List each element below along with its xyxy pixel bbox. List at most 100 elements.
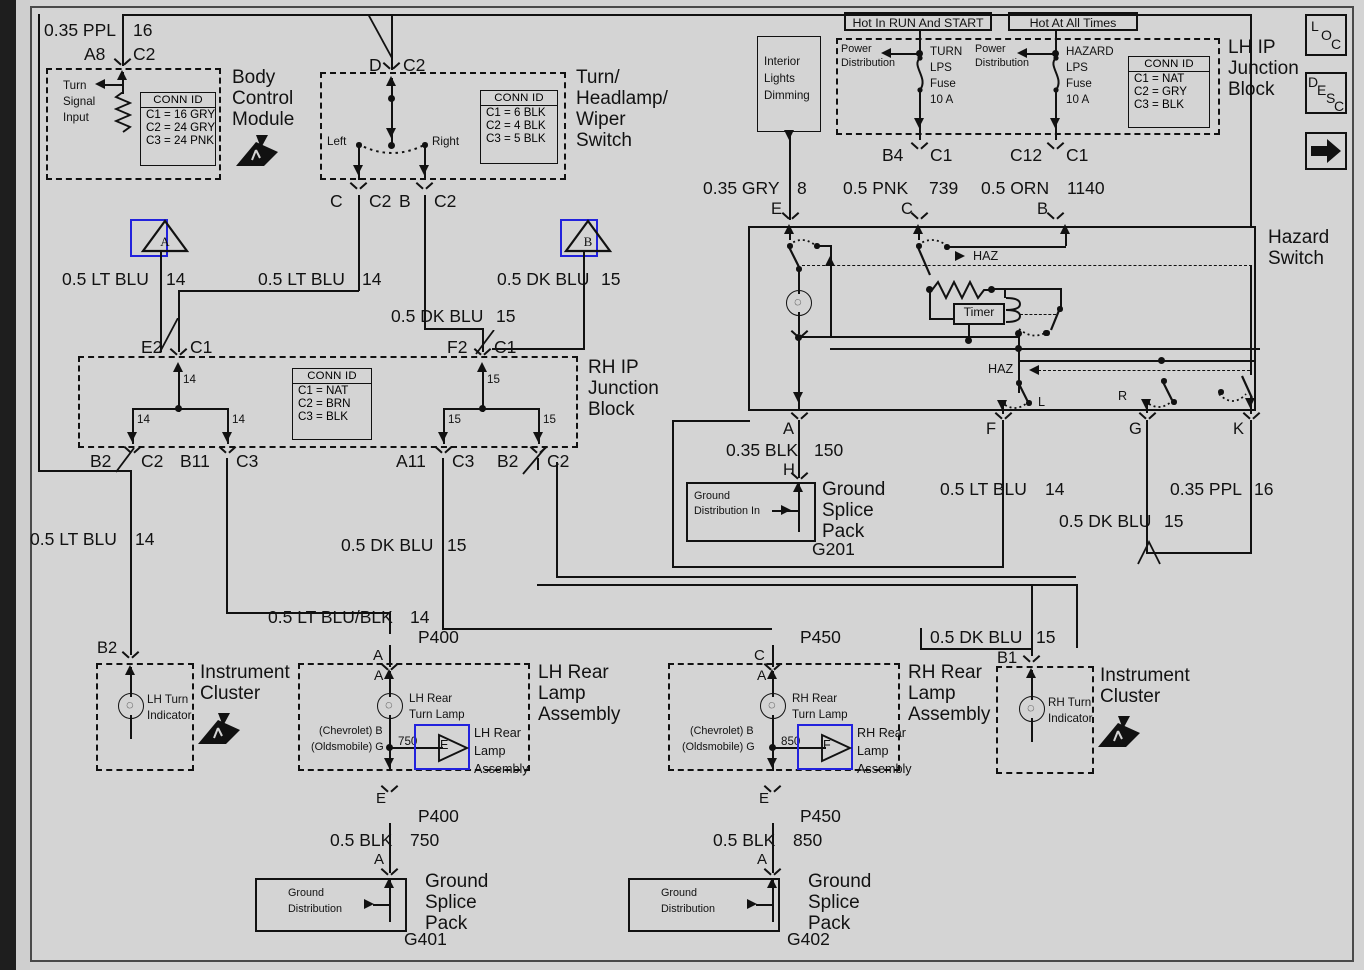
- arrow-down-icon: [386, 128, 396, 138]
- wire-segment: [919, 31, 921, 53]
- g402-ground-icon: [763, 921, 783, 937]
- wire-segment: [798, 484, 800, 532]
- switch-dotted-arc: [1144, 400, 1173, 408]
- switch-dotted-arc: [917, 239, 947, 246]
- wire-segment: [160, 250, 162, 352]
- lh-rear-turn-lamp-line1: LH Rear: [409, 692, 453, 705]
- arrow-down-icon: [533, 432, 543, 442]
- g402-id-label: G402: [787, 929, 830, 949]
- splice-p450-bottom: [756, 808, 790, 824]
- wire-segment: [132, 408, 134, 444]
- turn-headlamp-wiper-switch[interactable]: [320, 72, 566, 180]
- rhjb-circuit-num: 14: [232, 413, 245, 426]
- rh-rear-turn-lamp: ◌: [760, 688, 786, 724]
- wire-segment: [772, 823, 774, 873]
- wire-segment: [358, 195, 360, 291]
- switch-gang-link-upper: [802, 265, 1252, 266]
- junction-dot: [965, 337, 972, 344]
- instrument-cluster-lh[interactable]: [96, 663, 194, 771]
- terminal-lh-gnd-a: A: [374, 851, 385, 868]
- rh-brand-row-2: (Oldsmobile) G: [682, 741, 755, 753]
- g201-inner-line1: Ground: [694, 490, 731, 502]
- ground-splice-pack-g201[interactable]: [686, 482, 816, 542]
- wire-segment: [672, 420, 750, 422]
- arrow-down-icon: [1245, 398, 1255, 408]
- switch-conn-id-table: CONN ID C1 = 6 BLK C2 = 4 BLK C3 = 5 BLK: [480, 90, 558, 164]
- relay-dashed-link: [1020, 314, 1056, 315]
- terminal-lh-lamp-a-in: A: [374, 667, 384, 683]
- rh-turn-indicator-line1: RH Turn: [1048, 696, 1092, 709]
- wire-segment: [443, 408, 539, 410]
- terminal-symbol: [1048, 212, 1063, 223]
- reference-marker-a[interactable]: A: [140, 218, 190, 253]
- desc-letter-1: D: [1308, 74, 1319, 90]
- switch-contact: [787, 243, 793, 249]
- wire-blk750-gauge: 0.5 BLK: [330, 830, 393, 850]
- wire-gry8-circuit: 8: [797, 178, 807, 198]
- rhjb-circuit-num: 15: [448, 413, 461, 426]
- wire-segment: [482, 372, 484, 412]
- arrow-left-icon: [95, 79, 105, 89]
- desc-button[interactable]: D E S C: [1305, 72, 1347, 114]
- terminal-g201-h: H: [783, 461, 795, 479]
- power-distribution-label-1a: Power: [841, 43, 872, 55]
- rh-ip-junction-block[interactable]: [78, 356, 578, 448]
- bcm-conn-id-table: CONN ID C1 = 16 GRY C2 = 24 GRY C3 = 24 …: [140, 92, 216, 166]
- switch-dotted-arc: [1000, 401, 1029, 409]
- wire-segment: [178, 290, 359, 292]
- body-control-module[interactable]: [46, 68, 221, 180]
- terminal-rhjb-out1-conn: C2: [141, 451, 164, 471]
- conn-id-row: C3 = 5 BLK: [486, 132, 546, 145]
- rhjb-title-line2: Junction: [588, 378, 659, 399]
- switch-dotted-arc: [1018, 328, 1049, 337]
- rh-lamp-out-line3: Assembly: [857, 762, 912, 776]
- ground-splice-pack-g402[interactable]: [628, 878, 780, 932]
- g201-title-line2: Splice: [822, 500, 874, 521]
- arrow-down-icon: [914, 118, 924, 128]
- wire-segment: [104, 84, 124, 86]
- wire-segment: [38, 470, 130, 472]
- terminal-hazard-e: E: [771, 200, 783, 218]
- lh-ip-junction-block[interactable]: [836, 38, 1220, 135]
- lh-turn-indicator-line1: LH Turn: [147, 693, 189, 706]
- conn-id-row: C3 = 24 PNK: [146, 134, 214, 147]
- wire-segment: [1055, 92, 1057, 140]
- g402-inner-line2: Distribution: [661, 903, 716, 915]
- desc-letter-4: C: [1334, 98, 1345, 114]
- instrument-cluster-rh[interactable]: [996, 666, 1094, 774]
- junction-dot: [1158, 357, 1165, 364]
- switch-contact: [1171, 399, 1177, 405]
- lh-rear-lamp-assembly[interactable]: [298, 663, 530, 771]
- next-arrow-button[interactable]: [1305, 132, 1347, 170]
- lh-cluster-title-line2: Cluster: [200, 683, 261, 704]
- wire-segment: [404, 14, 1252, 16]
- rh-lamp-assy-title-line2: Lamp: [908, 683, 956, 704]
- conn-id-row: C2 = BRN: [298, 397, 351, 410]
- loc-button[interactable]: L O C: [1305, 14, 1347, 56]
- terminal-symbol: [220, 446, 235, 457]
- ild-line3: Dimming: [764, 89, 810, 102]
- wire-segment: [1250, 14, 1252, 226]
- lh-cluster-title-line1: Instrument: [200, 662, 290, 683]
- rh-rear-lamp-assembly[interactable]: [668, 663, 900, 771]
- wire-dkblu15a-gauge: 0.5 DK BLU: [497, 269, 590, 289]
- g402-inner-line1: Ground: [661, 887, 698, 899]
- lamp-filament-symbol: ◌: [794, 294, 802, 309]
- arrow-right-icon: [364, 899, 374, 909]
- terminal-rhjb-out4-conn: C2: [547, 451, 570, 471]
- arrow-down-icon: [222, 432, 232, 442]
- arrow-down-icon: [384, 758, 394, 768]
- switch-contact: [1044, 330, 1050, 336]
- ground-splice-pack-g401[interactable]: [255, 878, 407, 932]
- g402-title-line3: Pack: [808, 913, 851, 934]
- wire-segment: [920, 648, 1032, 650]
- hazard-fuse-icon: [1052, 56, 1060, 93]
- lhjb-title-line2: Junction: [1228, 58, 1299, 79]
- switch-gang-link-lower: [1038, 370, 1250, 371]
- rhjb-circuit-num: 14: [137, 413, 150, 426]
- terminal-symbol: [1024, 655, 1039, 666]
- desc-letter-2: E: [1317, 82, 1327, 98]
- reference-marker-b[interactable]: B: [563, 218, 613, 253]
- rhjb-title-line1: RH IP: [588, 357, 639, 378]
